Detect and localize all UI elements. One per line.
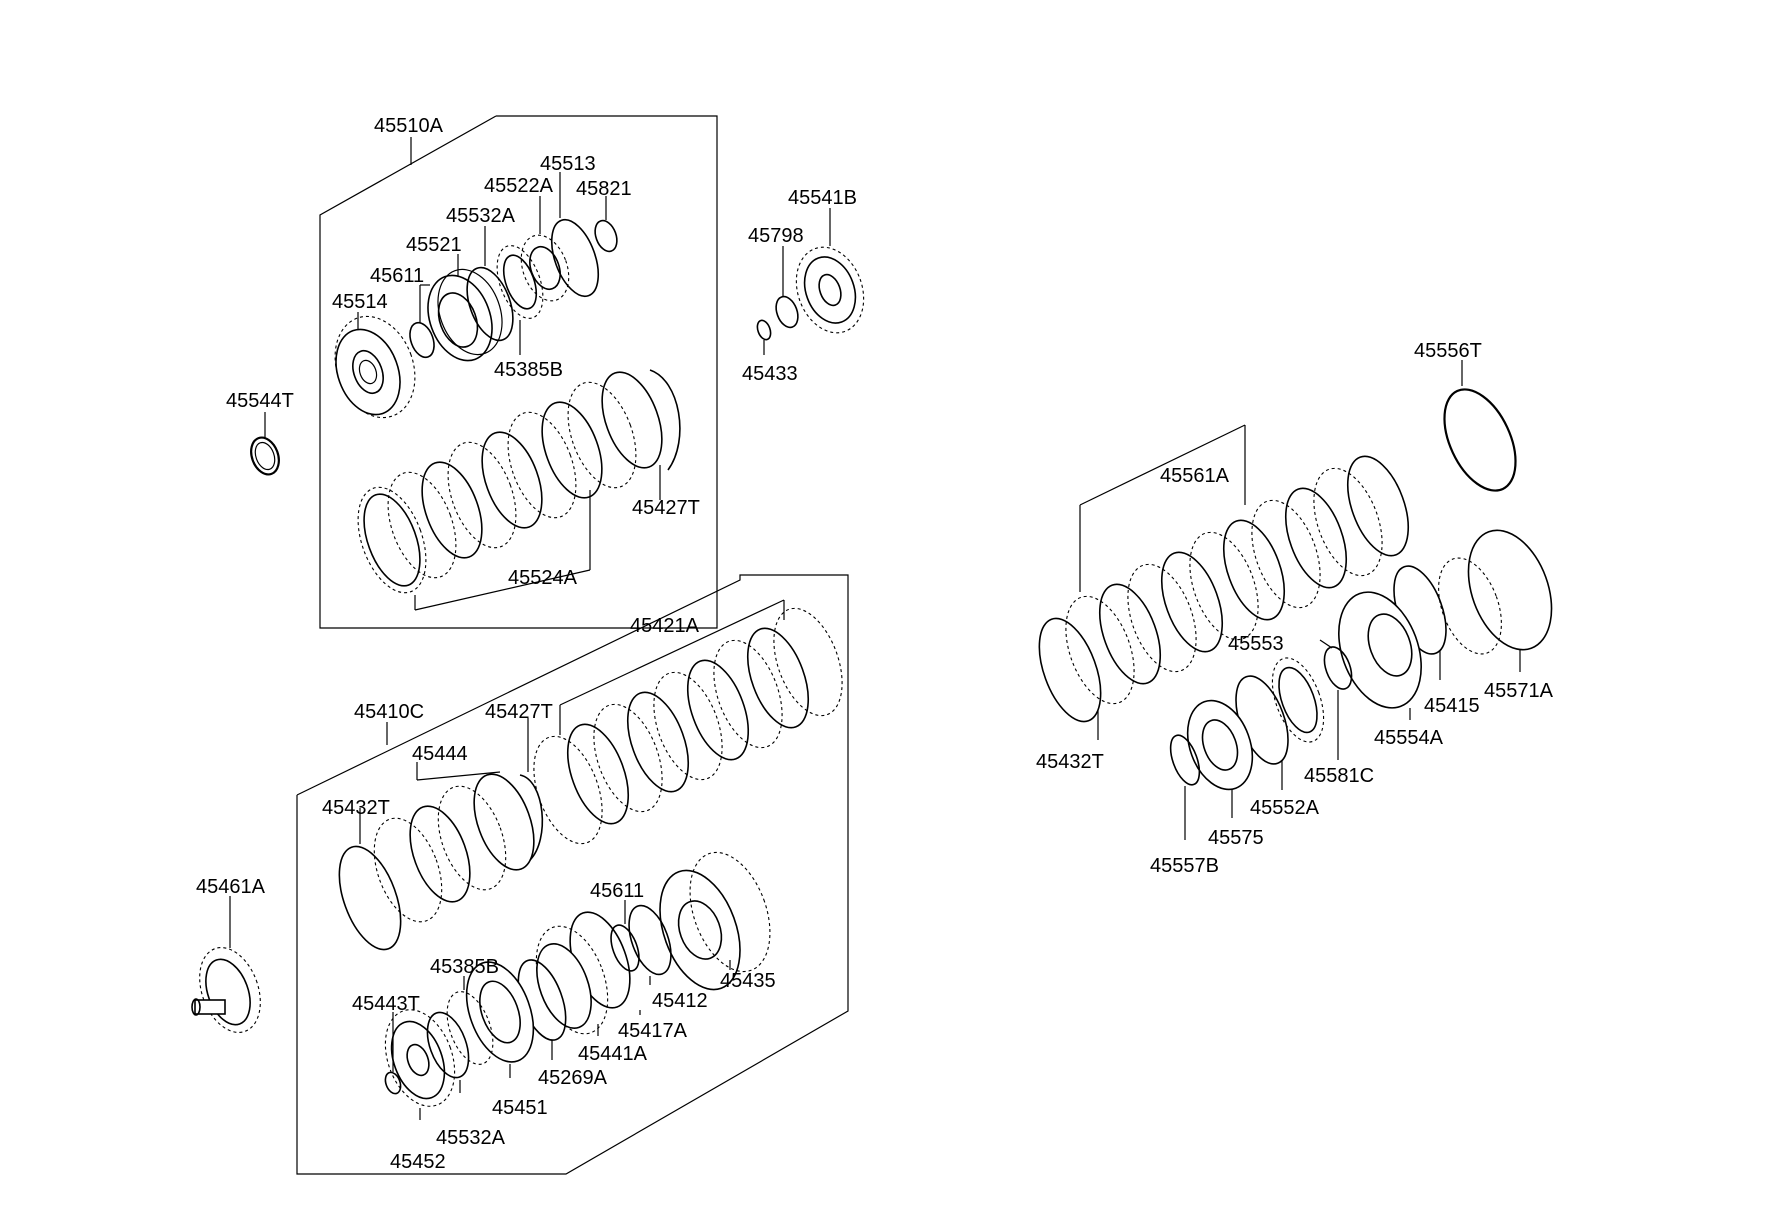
ring-45557B[interactable] (1165, 731, 1205, 840)
label-45521: 45521 (406, 234, 462, 256)
label-45532A-top: 45532A (446, 205, 516, 227)
label-45554A: 45554A (1374, 727, 1444, 749)
clutch-pack-45524A[interactable] (345, 364, 674, 611)
gear-45541B[interactable] (785, 208, 875, 342)
snap-ring-45544T[interactable] (246, 412, 283, 478)
snap-ring-45427T-top[interactable] (649, 369, 681, 500)
label-45435: 45435 (720, 970, 776, 992)
plate-45532A-bottom[interactable] (419, 1007, 476, 1093)
label-45513: 45513 (540, 153, 596, 175)
label-45444: 45444 (412, 743, 468, 765)
label-45433: 45433 (742, 363, 798, 385)
label-45524A: 45524A (508, 567, 578, 589)
snap-ring-45432T-right[interactable] (1027, 610, 1113, 740)
label-45417A: 45417A (618, 1020, 688, 1042)
label-45427T-top: 45427T (632, 497, 700, 519)
clutch-pack-45561A[interactable] (1053, 424, 1421, 713)
group-boundary-45510A (319, 115, 718, 629)
gear-shaft-45461A[interactable] (189, 896, 272, 1041)
piston-45521[interactable] (417, 254, 513, 370)
label-45461A: 45461A (196, 876, 266, 898)
label-45611-bottom: 45611 (590, 880, 644, 902)
group-boundary-45410C (296, 574, 849, 1175)
label-45522A: 45522A (484, 175, 554, 197)
label-45798: 45798 (748, 225, 804, 247)
label-45581C: 45581C (1304, 765, 1374, 787)
clutch-pack-45444[interactable] (361, 762, 545, 931)
label-45552A: 45552A (1250, 797, 1320, 819)
label-45561A: 45561A (1160, 465, 1230, 487)
gear-45514[interactable] (322, 305, 429, 429)
label-45421A: 45421A (630, 615, 700, 637)
snap-ring-45556T[interactable] (1430, 360, 1530, 502)
snap-ring-45432T-bottom[interactable] (327, 808, 413, 958)
label-45532A-bottom: 45532A (436, 1127, 506, 1149)
label-45269A: 45269A (538, 1067, 608, 1089)
label-45412: 45412 (652, 990, 708, 1012)
label-45514: 45514 (332, 291, 388, 313)
label-45441A: 45441A (578, 1043, 648, 1065)
drum-45571A[interactable] (1427, 519, 1567, 672)
ring-45611-bottom[interactable] (606, 900, 645, 975)
spring-set-45385B-bottom[interactable] (438, 953, 546, 1071)
label-45571A: 45571A (1484, 680, 1554, 702)
ring-45821[interactable] (591, 196, 621, 254)
snap-ring-45427T-bottom[interactable] (519, 718, 544, 861)
spring-set-45385B-top[interactable] (488, 239, 552, 355)
label-45410C: 45410C (354, 701, 424, 723)
label-45451: 45451 (492, 1097, 548, 1119)
ring-45798[interactable] (772, 246, 802, 330)
label-45510A: 45510A (374, 115, 444, 137)
ring-45433[interactable] (755, 319, 773, 355)
ring-45443T[interactable] (383, 1012, 404, 1096)
clutch-pack-45421A[interactable] (521, 599, 856, 853)
gear-45441A[interactable] (523, 916, 621, 1043)
label-45432T-right: 45432T (1036, 751, 1104, 773)
label-45385B-top: 45385B (494, 359, 563, 381)
label-45611-top: 45611 (370, 265, 424, 287)
gear-45452[interactable] (373, 1000, 467, 1120)
label-45385B-bottom: 45385B (430, 956, 499, 978)
piston-45554A[interactable] (1324, 581, 1436, 720)
label-45443T: 45443T (352, 993, 420, 1015)
label-45553: 45553 (1228, 633, 1284, 655)
label-45821: 45821 (576, 178, 632, 200)
label-45427T-bottom: 45427T (485, 701, 553, 723)
label-45575: 45575 (1208, 827, 1264, 849)
plate-45575[interactable] (1176, 692, 1264, 818)
label-45452: 45452 (390, 1151, 446, 1173)
label-45556T: 45556T (1414, 340, 1482, 362)
label-45432T-bottom: 45432T (322, 797, 390, 819)
drum-45435[interactable] (645, 841, 785, 1000)
ring-45513[interactable] (543, 172, 608, 302)
gear-45522A[interactable] (513, 196, 578, 307)
plate-45532A-top[interactable] (458, 226, 522, 347)
label-45544T: 45544T (226, 390, 294, 412)
ring-45553[interactable] (1319, 639, 1357, 693)
ring-45412[interactable] (621, 900, 679, 985)
label-45541B: 45541B (788, 187, 857, 209)
label-45415: 45415 (1424, 695, 1480, 717)
ring-45611-top[interactable] (406, 284, 439, 361)
spring-set-45581C[interactable] (1262, 651, 1339, 760)
label-45557B: 45557B (1150, 855, 1219, 877)
